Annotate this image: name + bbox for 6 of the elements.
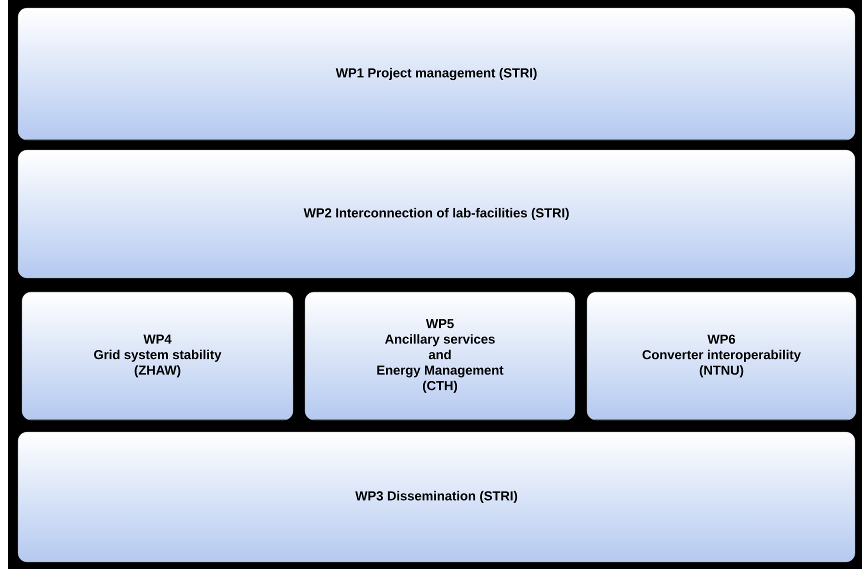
work-package-box: WP1 Project management (STRI)	[18, 8, 856, 140]
work-package-box: WP6 Converter interoperability (NTNU)	[586, 292, 856, 420]
work-package-box: WP5 Ancillary services and Energy Management (CTH)	[304, 292, 576, 420]
work-package-box: WP3 Dissemination (STRI)	[18, 432, 856, 562]
work-package-box: WP4 Grid system stability (ZHAW)	[22, 292, 294, 420]
work-package-box: WP2 Interconnection of lab-facilities (STRI)	[18, 150, 856, 278]
